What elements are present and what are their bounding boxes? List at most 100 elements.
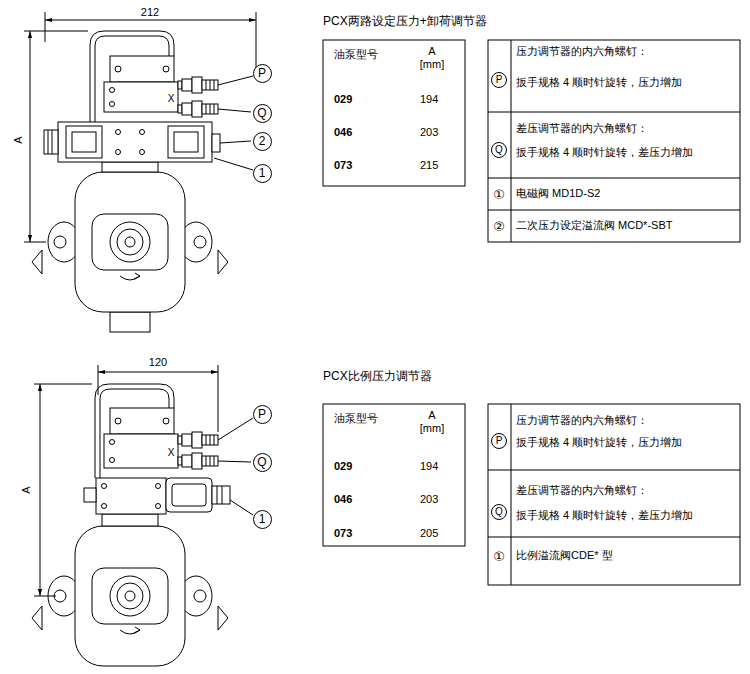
- callout-number: Q: [257, 456, 266, 469]
- view-arrow: [32, 606, 42, 630]
- table-cell: 029: [334, 93, 352, 106]
- legend-symbol: ①: [493, 549, 505, 564]
- table-cell: 205: [420, 527, 438, 540]
- connector-grip: [222, 486, 223, 504]
- proportional-valve: [172, 484, 206, 506]
- bolt: [110, 458, 115, 463]
- leader-line: [214, 158, 253, 170]
- table-header: 油泵型号: [334, 412, 378, 425]
- regulator-block: [104, 434, 178, 468]
- leader-line: [218, 418, 253, 440]
- knob-grip: [52, 130, 53, 154]
- callout-circle: Q: [253, 104, 272, 123]
- valve-body: [174, 132, 198, 152]
- bolt: [102, 504, 107, 509]
- callout-number: 1: [259, 513, 266, 526]
- dimension-value: 212: [140, 6, 160, 19]
- bolt: [110, 102, 115, 107]
- table-header: 油泵型号: [334, 48, 378, 61]
- section-title: PCX两路设定压力+卸荷调节器: [323, 14, 487, 28]
- callout-circle: 1: [253, 164, 272, 183]
- callout-number: P: [258, 408, 266, 421]
- port-label: X: [167, 93, 176, 104]
- callout-number: P: [258, 67, 266, 80]
- bolt: [110, 440, 115, 445]
- table-cell: 046: [334, 493, 352, 506]
- leader-line: [220, 141, 251, 143]
- bolt: [156, 504, 161, 509]
- table-header: A [mm]: [415, 45, 449, 71]
- callout-circle: Q: [253, 453, 272, 472]
- plug: [84, 488, 96, 502]
- port-fitting: [178, 432, 218, 448]
- view-arrow: [218, 606, 228, 630]
- legend-text: 压力调节器的内六角螺钉：: [516, 45, 648, 58]
- extension-line: [45, 12, 46, 42]
- pump-body: [48, 526, 212, 666]
- pump-body: [48, 172, 212, 312]
- callout-circle: P: [253, 405, 272, 424]
- table-grid: [511, 404, 512, 585]
- valve-connector: [212, 486, 230, 504]
- legend-text: 二次压力设定溢流阀 MCD*-SBT: [516, 219, 672, 232]
- dimension-line: [40, 384, 41, 596]
- table-cell: 029: [334, 460, 352, 473]
- port-fitting: [178, 77, 218, 93]
- bolt: [163, 66, 169, 72]
- table-cell: 215: [420, 159, 438, 172]
- dimension-line: [98, 372, 218, 373]
- bolt: [115, 418, 121, 424]
- regulator-block: [104, 82, 178, 112]
- table-grid: [488, 40, 740, 242]
- extension-line: [24, 31, 88, 32]
- dimension-line: [45, 20, 256, 21]
- connector-grip: [217, 486, 218, 504]
- pump-tab: [110, 312, 150, 332]
- leader-line: [218, 461, 251, 462]
- table-grid: [488, 112, 740, 113]
- bolt: [116, 130, 121, 135]
- table-cell: 046: [334, 126, 352, 139]
- callout-number: 1: [259, 167, 266, 180]
- leader-line: [218, 109, 251, 112]
- valve-body: [168, 126, 204, 158]
- table-grid: [488, 404, 740, 585]
- table-header: A [mm]: [415, 409, 449, 435]
- port-fitting: [178, 453, 218, 469]
- dimension-value: 120: [148, 356, 168, 369]
- legend-text: 扳手规格 4 顺时针旋转，差压力增加: [516, 146, 693, 159]
- legend-symbol: Q: [491, 142, 507, 158]
- table-grid: [488, 210, 740, 211]
- bolt: [140, 150, 145, 155]
- dimension-line: [30, 31, 31, 242]
- legend-symbol: P: [491, 433, 507, 449]
- legend-text: 比例溢流阀CDE* 型: [516, 549, 613, 562]
- legend-text: 压力调节器的内六角螺钉：: [516, 414, 648, 427]
- view-arrow: [218, 250, 228, 274]
- table-cell: 203: [420, 126, 438, 139]
- adapter-plate: [102, 162, 158, 172]
- adjust-screw: [212, 134, 220, 152]
- extension-line: [34, 596, 56, 597]
- legend-text: 扳手规格 4 顺时针旋转，差压力增加: [516, 509, 693, 522]
- knob-grip: [48, 130, 49, 154]
- dimension-label: A: [20, 485, 33, 494]
- table-cell: 203: [420, 493, 438, 506]
- table-grid: [488, 470, 740, 471]
- solenoid-coil: [66, 126, 102, 158]
- bolt: [115, 66, 121, 72]
- legend-text: 差压调节器的内六角螺钉：: [516, 122, 648, 135]
- extension-line: [34, 384, 92, 385]
- table-cell: 194: [420, 93, 438, 106]
- callout-circle: 2: [253, 132, 272, 151]
- view-arrow: [32, 250, 42, 274]
- callout-circle: 1: [253, 510, 272, 529]
- legend-symbol: P: [491, 72, 507, 88]
- table-grid: [323, 40, 465, 186]
- bolt: [140, 130, 145, 135]
- legend-text: 差压调节器的内六角螺钉：: [516, 484, 648, 497]
- manual-knob: [44, 130, 58, 154]
